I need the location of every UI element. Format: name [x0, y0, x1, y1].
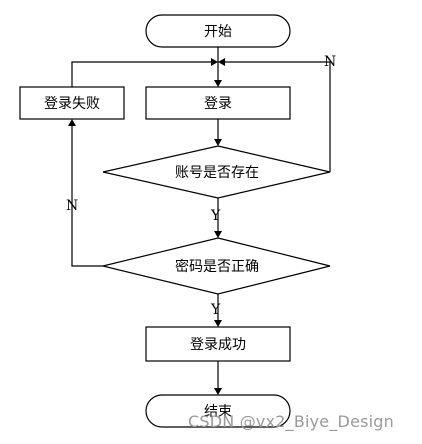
edge-account-no	[225, 61, 331, 172]
arrowhead	[214, 231, 222, 238]
end-terminal	[145, 394, 291, 428]
edge-password-no	[71, 126, 103, 267]
account-no-label: N	[324, 54, 336, 70]
arrowhead	[214, 139, 222, 146]
account-yes-label: Y	[210, 208, 221, 224]
arrowhead	[214, 388, 222, 395]
password-check-label: 密码是否正确	[175, 258, 259, 275]
arrowhead	[211, 58, 218, 66]
password-no-label: N	[66, 198, 78, 214]
login-success-label: 登录成功	[190, 337, 246, 353]
login-fail-label: 登录失败	[44, 96, 100, 112]
login-process	[145, 86, 291, 120]
login-label: 登录	[204, 96, 232, 112]
watermark: CSDN @vx2_Biye_Design	[188, 412, 394, 431]
start-label: 开始	[204, 24, 232, 40]
arrowhead	[68, 119, 76, 126]
arrowhead	[214, 80, 222, 87]
account-check-label: 账号是否存在	[175, 165, 259, 181]
arrowhead	[218, 58, 225, 66]
end-label: 结束	[204, 404, 232, 420]
password-yes-label: Y	[210, 302, 221, 318]
arrowhead	[214, 320, 222, 327]
edge-fail-retry	[71, 61, 212, 87]
